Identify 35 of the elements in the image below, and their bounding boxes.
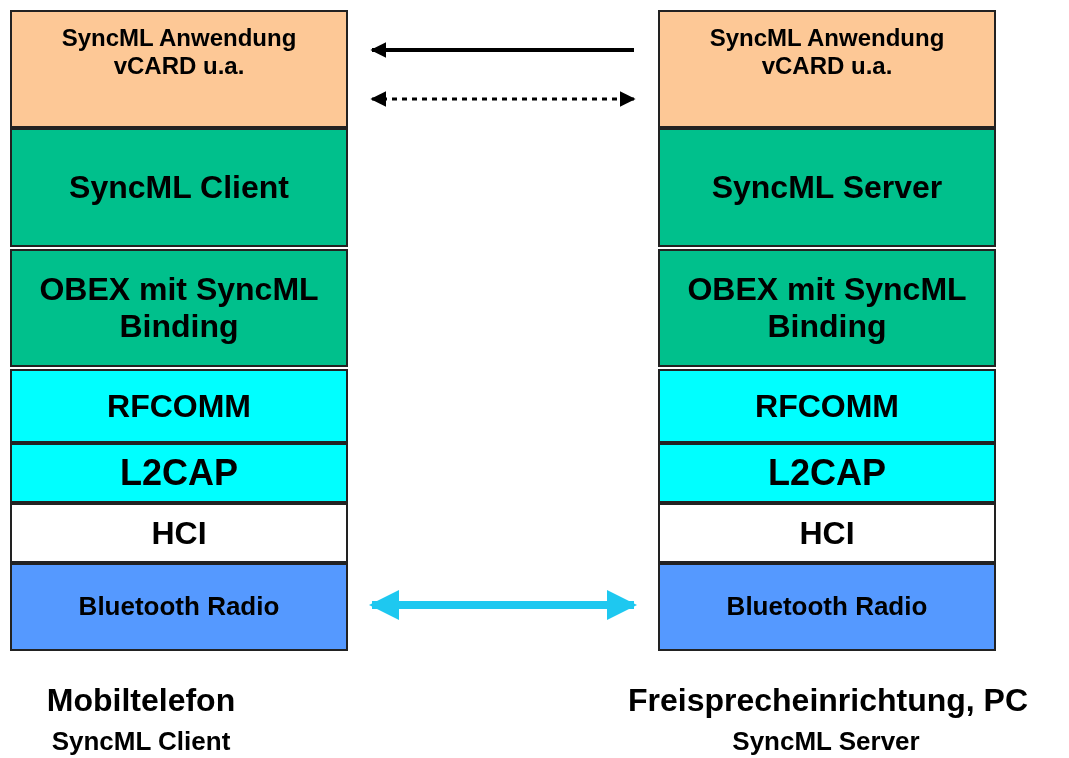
application-layer-box <box>10 10 348 128</box>
layer-label: SyncML Anwendung vCARD u.a. <box>60 24 298 80</box>
layer-label: L2CAP <box>120 452 238 494</box>
role-label: SyncML Client <box>50 726 232 757</box>
protocol-layer-box <box>10 249 348 367</box>
application-layer-box <box>658 10 996 128</box>
arrow <box>369 590 637 620</box>
protocol-layer-box <box>658 503 996 563</box>
role-label: SyncML Server <box>731 726 921 757</box>
layer-label: SyncML Server <box>711 169 943 206</box>
arrow <box>370 91 636 107</box>
layer-label: RFCOMM <box>755 387 899 425</box>
protocol-layer-box <box>10 443 348 503</box>
radio-layer-box <box>658 563 996 651</box>
protocol-layer-box <box>658 443 996 503</box>
protocol-layer-box <box>10 369 348 443</box>
client-layer-box <box>658 128 996 247</box>
arrow <box>370 42 634 58</box>
layer-label: SyncML Anwendung vCARD u.a. <box>708 24 946 80</box>
layer-label: OBEX mit SyncML Binding <box>686 271 968 345</box>
layer-label: OBEX mit SyncML Binding <box>38 271 320 345</box>
layer-label: Bluetooth Radio <box>78 592 280 622</box>
layer-label: HCI <box>799 514 855 552</box>
layer-label: SyncML Client <box>69 169 289 206</box>
layer-label: RFCOMM <box>107 387 251 425</box>
layer-label: Bluetooth Radio <box>726 592 928 622</box>
protocol-layer-box <box>10 503 348 563</box>
layer-label: L2CAP <box>768 452 886 494</box>
radio-layer-box <box>10 563 348 651</box>
protocol-layer-box <box>658 369 996 443</box>
layer-label: HCI <box>151 514 207 552</box>
device-label: Freisprecheinrichtung, PC <box>626 682 1030 719</box>
protocol-layer-box <box>658 249 996 367</box>
client-layer-box <box>10 128 348 247</box>
device-label: Mobiltelefon <box>45 682 237 719</box>
